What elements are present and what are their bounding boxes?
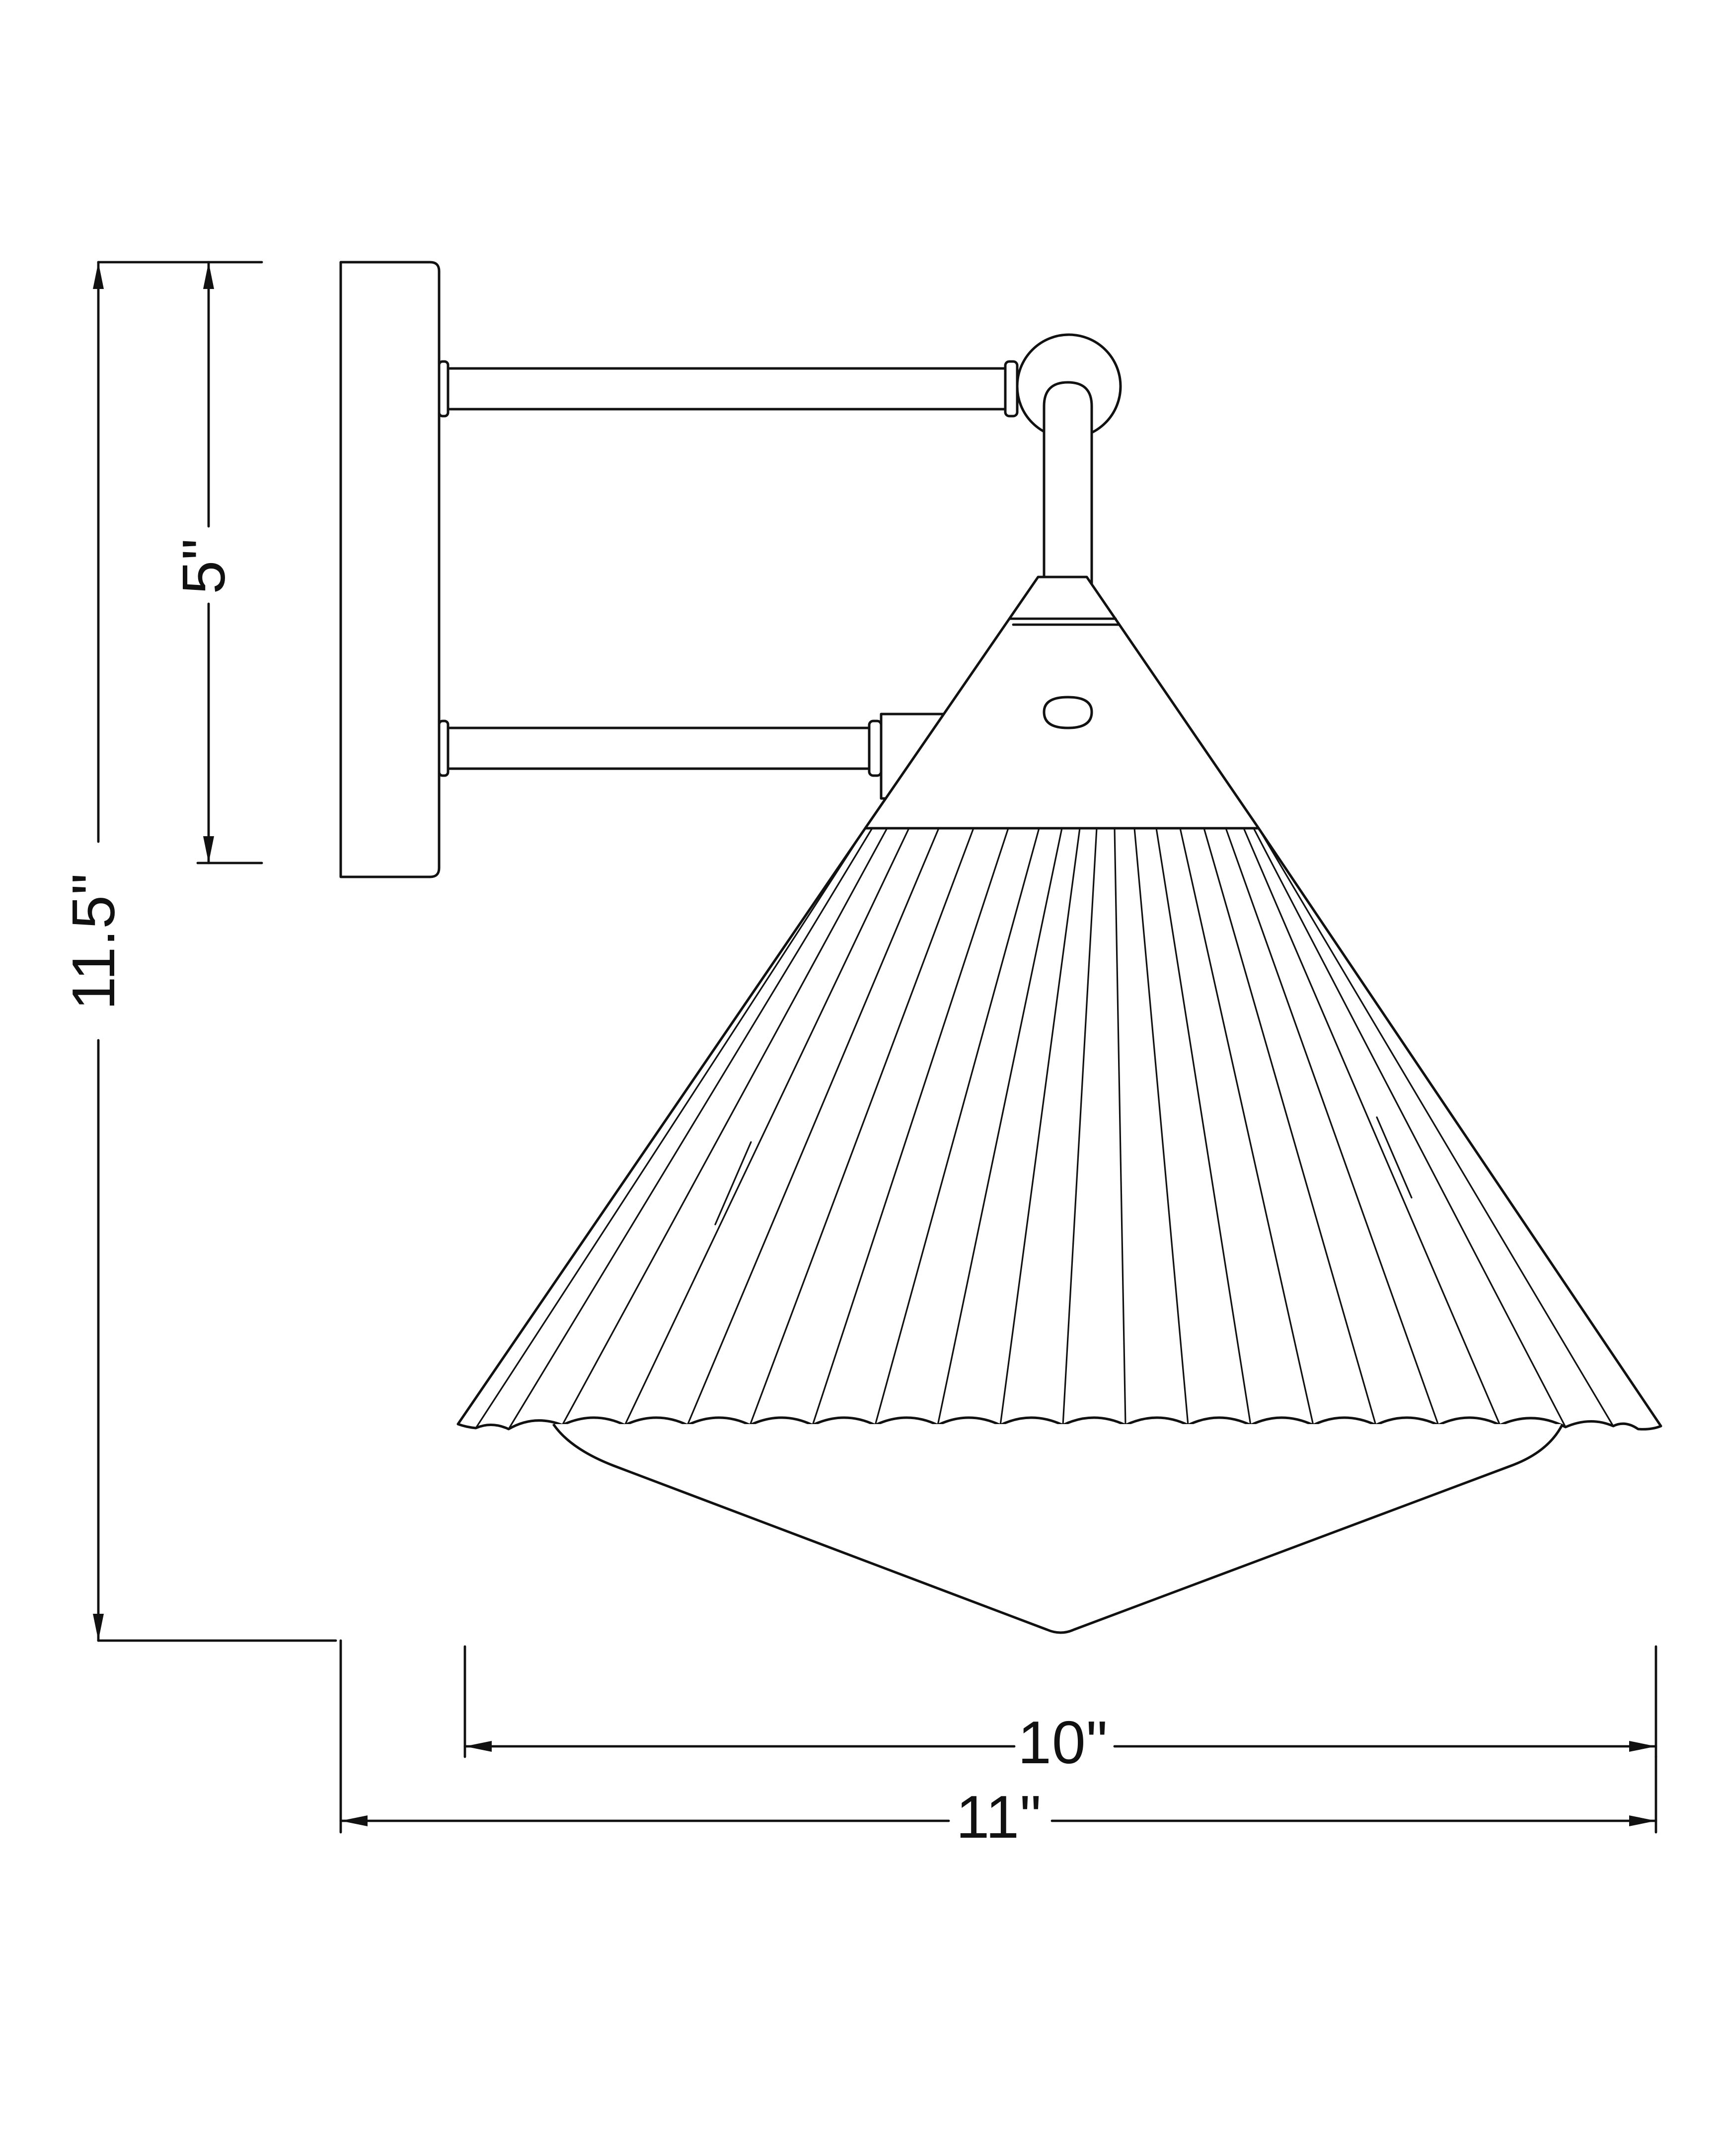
lower-left-collar [438, 719, 450, 777]
pleat-line [874, 827, 1040, 1426]
arm-top-arrow [203, 262, 214, 289]
arm-bottom-arrow [203, 836, 214, 863]
pleat-line [1155, 827, 1252, 1426]
shade-width-dimension: 10" [463, 1645, 1657, 1776]
pleat-line [749, 827, 974, 1426]
overall-height-dimension: 11.5" [60, 261, 337, 1642]
pleat-line [686, 827, 940, 1426]
pleat-line [1253, 827, 1567, 1428]
shade-width-label: 10" [1018, 1709, 1108, 1776]
pleat-line [1179, 827, 1314, 1426]
pleat-line [508, 827, 873, 1430]
pleat-line [561, 827, 888, 1426]
lower-arm-rod [447, 726, 871, 770]
height-top-arrow [93, 262, 104, 289]
upper-arm-rod [447, 367, 1007, 411]
lower-arm [438, 713, 951, 800]
upper-right-collar [1004, 360, 1019, 418]
pleat-line [475, 827, 866, 1429]
overall-depth-dimension: 11" [339, 1639, 1657, 1851]
backplate-outline [339, 261, 441, 878]
arm-spacing-label: 5" [170, 538, 237, 594]
depth-right-arrow [1629, 1815, 1656, 1826]
pleat-line [1225, 827, 1439, 1426]
pleat-line [1114, 827, 1126, 1426]
diffuser-outline [552, 1423, 1564, 1634]
pleat-line [624, 827, 910, 1426]
glass-diffuser [552, 1423, 1564, 1634]
pleat-line [1258, 827, 1614, 1427]
pleated-shade [456, 827, 1662, 1431]
shade-highlight-right [1376, 1116, 1413, 1199]
upper-left-collar [438, 360, 450, 418]
rod-mounting-hole [1043, 696, 1093, 729]
pleat-line [1243, 827, 1501, 1426]
shade-right-arrow [1629, 1741, 1656, 1752]
pleat-line [1203, 827, 1377, 1426]
pleat-line [1133, 827, 1189, 1426]
pleat-line [937, 827, 1063, 1426]
pleat-line [999, 827, 1081, 1426]
shade-highlight-left [714, 1141, 752, 1225]
overall-height-label: 11.5" [60, 873, 127, 1010]
shade-outline [456, 827, 1662, 1431]
shade-top-cone [864, 575, 1260, 830]
pleat-line [1062, 827, 1098, 1426]
pleat-line [812, 827, 1009, 1426]
arm-spacing-dimension: 5" [170, 261, 263, 864]
depth-left-arrow [341, 1815, 368, 1826]
shade-left-arrow [465, 1741, 492, 1752]
overall-depth-label: 11" [956, 1783, 1042, 1851]
lower-right-collar [868, 719, 883, 777]
height-bottom-arrow [93, 1614, 104, 1641]
wall-backplate [339, 261, 441, 878]
